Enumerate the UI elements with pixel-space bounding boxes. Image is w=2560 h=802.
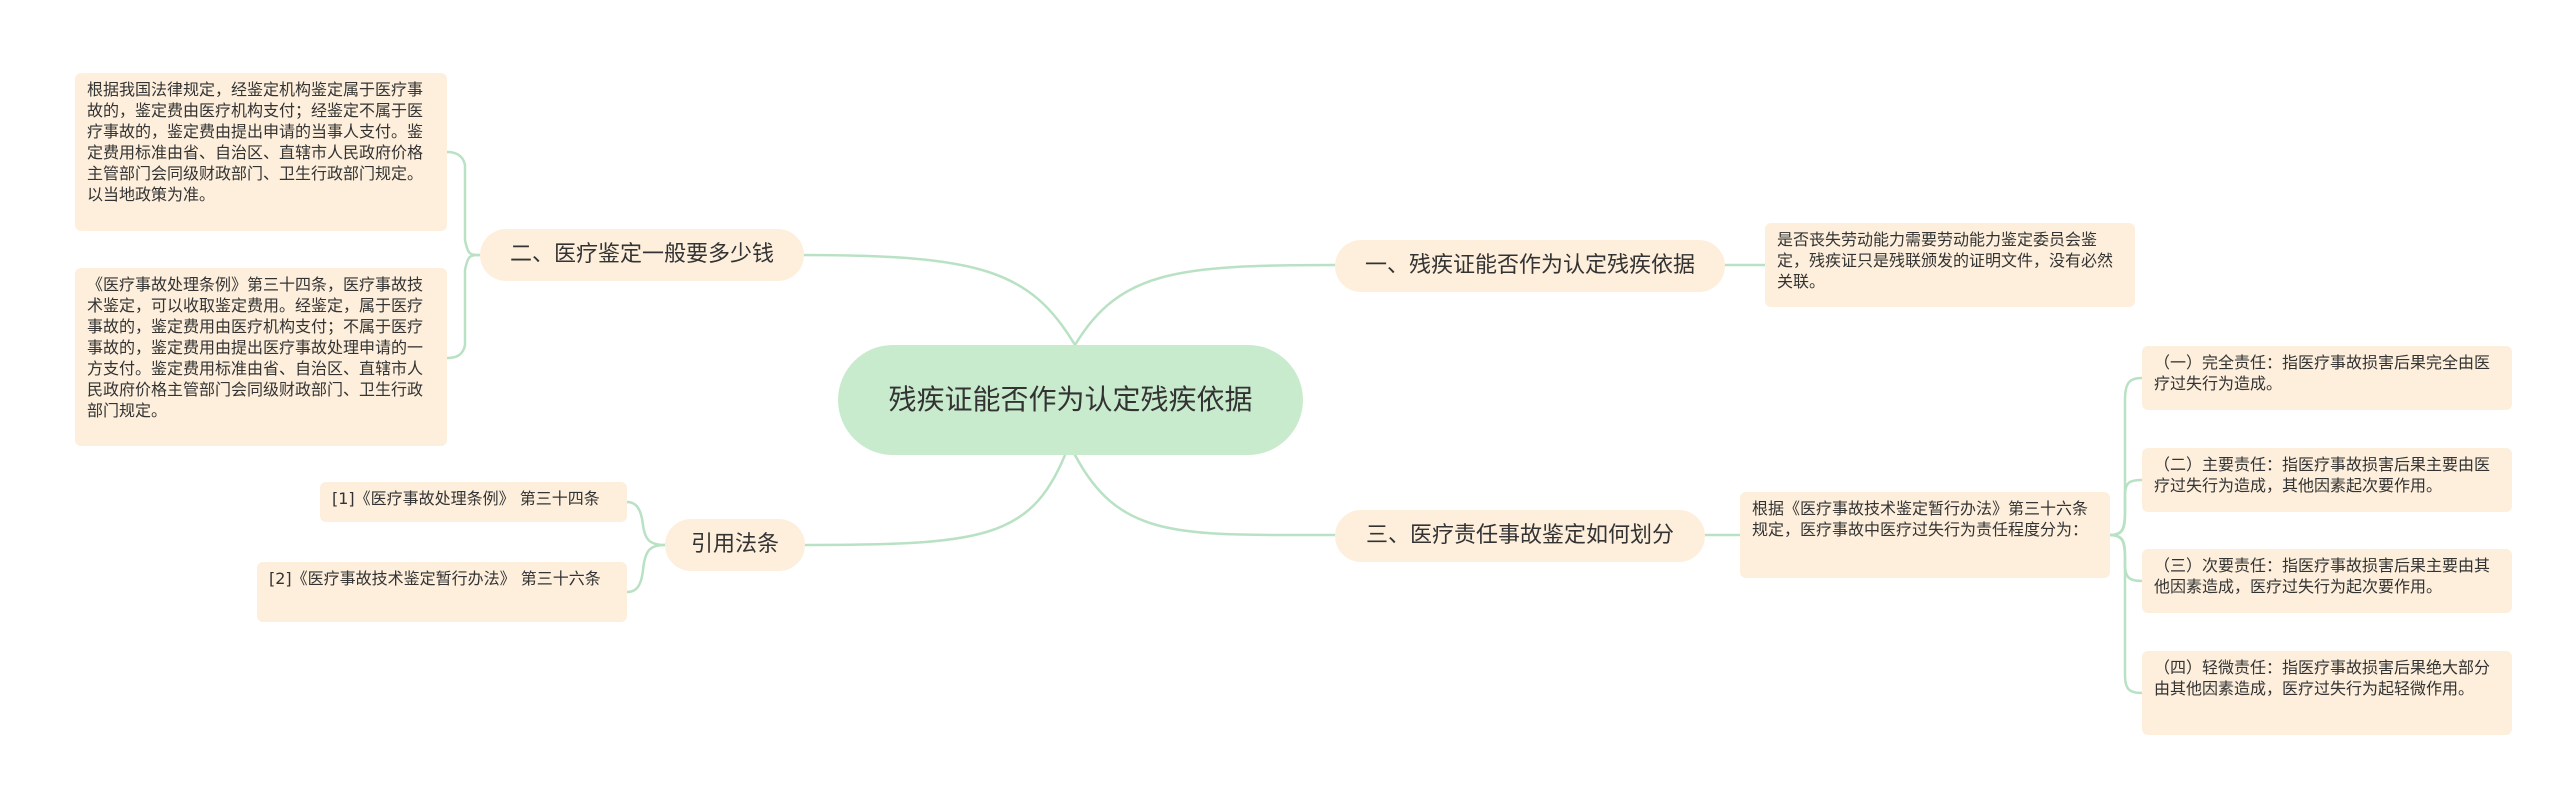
branch-node-disability-certificate[interactable]: 一、残疾证能否作为认定残疾依据	[1335, 240, 1725, 292]
leaf-text: 是否丧失劳动能力需要劳动能力鉴定委员会鉴定，残疾证只是残联颁发的证明文件，没有必…	[1777, 230, 2114, 291]
root-title: 残疾证能否作为认定残疾依据	[888, 383, 1253, 416]
link-root-b2	[798, 253, 1077, 347]
root-node[interactable]: 残疾证能否作为认定残疾依据	[838, 345, 1303, 455]
leaf-text: 根据《医疗事故技术鉴定暂行办法》第三十六条规定，医疗事故中医疗过失行为责任程度分…	[1752, 499, 2089, 539]
link-b2-text1	[445, 150, 482, 257]
leaf-text: （三）次要责任：指医疗事故损害后果主要由其他因素造成，医疗过失行为起次要作用。	[2154, 556, 2491, 596]
leaf-text: 《医疗事故处理条例》第三十四条，医疗事故技术鉴定，可以收取鉴定费用。经鉴定，属于…	[87, 275, 424, 420]
leaf-node-b3-text[interactable]: 根据《医疗事故技术鉴定暂行办法》第三十六条规定，医疗事故中医疗过失行为责任程度分…	[1740, 492, 2110, 578]
leaf-text: （一）完全责任：指医疗事故损害后果完全由医疗过失行为造成。	[2154, 353, 2491, 393]
leaf-text: （四）轻微责任：指医疗事故损害后果绝大部分由其他因素造成，医疗过失行为起轻微作用…	[2154, 658, 2491, 698]
leaf-node-b4-ref2[interactable]: [2]《医疗事故技术鉴定暂行办法》 第三十六条	[257, 562, 627, 622]
leaf-node-b1-text[interactable]: 是否丧失劳动能力需要劳动能力鉴定委员会鉴定，残疾证只是残联颁发的证明文件，没有必…	[1765, 223, 2135, 307]
leaf-text: 根据我国法律规定，经鉴定机构鉴定属于医疗事故的，鉴定费由医疗机构支付；经鉴定不属…	[87, 80, 424, 204]
leaf-node-b2-regulation[interactable]: 《医疗事故处理条例》第三十四条，医疗事故技术鉴定，可以收取鉴定费用。经鉴定，属于…	[75, 268, 447, 446]
link-root-b4	[798, 453, 1067, 547]
leaf-text: [1]《医疗事故处理条例》 第三十四条	[332, 489, 600, 508]
link-b3-c4	[2108, 533, 2144, 695]
link-b2-text2	[445, 253, 482, 360]
branch-node-responsibility-division[interactable]: 三、医疗责任事故鉴定如何划分	[1335, 510, 1705, 562]
leaf-node-b3-main-responsibility[interactable]: （二）主要责任：指医疗事故损害后果主要由医疗过失行为造成，其他因素起次要作用。	[2142, 448, 2512, 512]
leaf-node-b2-law[interactable]: 根据我国法律规定，经鉴定机构鉴定属于医疗事故的，鉴定费由医疗机构支付；经鉴定不属…	[75, 73, 447, 231]
leaf-text: （二）主要责任：指医疗事故损害后果主要由医疗过失行为造成，其他因素起次要作用。	[2154, 455, 2491, 495]
branch-label: 二、医疗鉴定一般要多少钱	[509, 242, 774, 267]
branch-node-cited-laws[interactable]: 引用法条	[665, 519, 805, 571]
leaf-text: [2]《医疗事故技术鉴定暂行办法》 第三十六条	[269, 569, 601, 588]
leaf-node-b3-secondary-responsibility[interactable]: （三）次要责任：指医疗事故损害后果主要由其他因素造成，医疗过失行为起次要作用。	[2142, 549, 2512, 613]
branch-label: 三、医疗责任事故鉴定如何划分	[1365, 523, 1674, 548]
leaf-node-b3-minor-responsibility[interactable]: （四）轻微责任：指医疗事故损害后果绝大部分由其他因素造成，医疗过失行为起轻微作用…	[2142, 651, 2512, 735]
link-b3-c2	[2108, 478, 2144, 537]
branch-node-appraisal-cost[interactable]: 二、医疗鉴定一般要多少钱	[480, 229, 804, 281]
link-b4-ref1	[625, 500, 667, 547]
branch-label: 引用法条	[690, 532, 779, 557]
link-root-b1	[1073, 263, 1337, 347]
link-root-b3	[1073, 453, 1337, 537]
link-b4-ref2	[625, 543, 667, 594]
branch-label: 一、残疾证能否作为认定残疾依据	[1364, 253, 1695, 278]
leaf-node-b4-ref1[interactable]: [1]《医疗事故处理条例》 第三十四条	[320, 482, 627, 522]
leaf-node-b3-full-responsibility[interactable]: （一）完全责任：指医疗事故损害后果完全由医疗过失行为造成。	[2142, 346, 2512, 410]
